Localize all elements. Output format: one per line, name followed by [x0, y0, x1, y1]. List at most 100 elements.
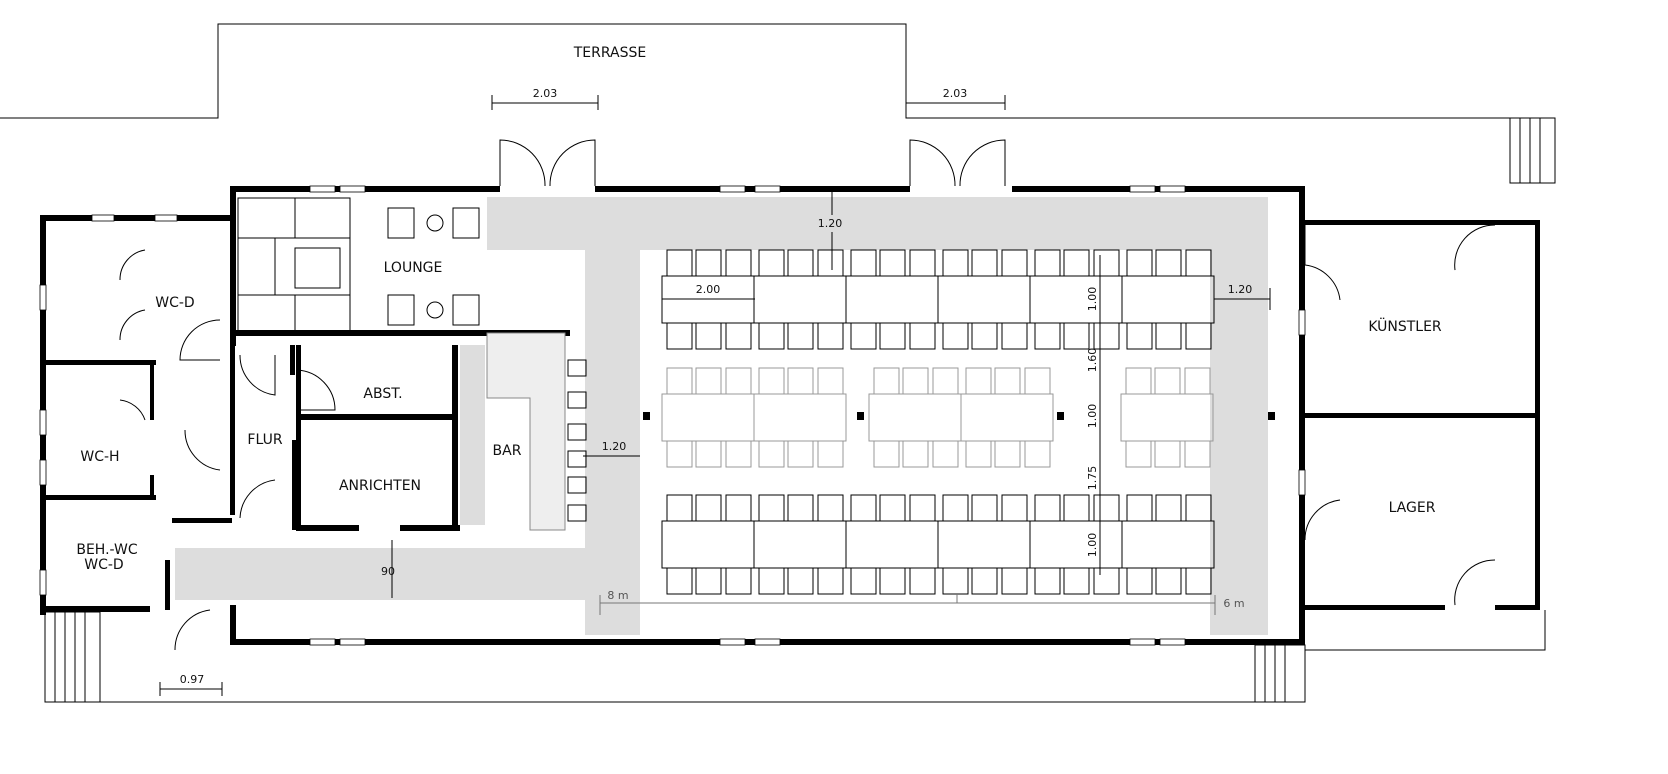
chair [817, 367, 844, 395]
chair [695, 440, 722, 468]
table [937, 520, 1031, 569]
chair [932, 440, 959, 468]
chair [1185, 249, 1212, 277]
room-label-lager: LAGER [1389, 500, 1436, 516]
chair [1155, 249, 1182, 277]
room-label-kuenstler: KÜNSTLER [1368, 317, 1442, 335]
room-label-bar: BAR [493, 443, 522, 459]
dim-passage: 90 [381, 565, 395, 578]
banquet-tables [661, 249, 1215, 595]
chair [787, 440, 814, 468]
chair [666, 440, 693, 468]
chair [725, 322, 752, 350]
chair [725, 494, 752, 522]
chair [817, 440, 844, 468]
chair [994, 440, 1021, 468]
chair [879, 249, 906, 277]
table [1120, 393, 1214, 442]
chair [942, 322, 969, 350]
dim-bar-aisle: 1.20 [602, 440, 627, 453]
chair [1125, 440, 1152, 468]
chair [879, 567, 906, 595]
chair [902, 440, 929, 468]
room-label-anrichten: ANRICHTEN [339, 478, 421, 494]
chair [817, 249, 844, 277]
chair [1063, 249, 1090, 277]
chair [1001, 322, 1028, 350]
chair [695, 249, 722, 277]
table [845, 275, 939, 324]
dimension-labels: 2.03 2.03 1.20 2.00 1.20 1.20 1.00 1.60 … [180, 87, 1253, 686]
chair [1034, 494, 1061, 522]
chair [787, 567, 814, 595]
chair [787, 367, 814, 395]
dim-top-aisle: 1.20 [818, 217, 843, 230]
dim-row1-depth: 1.00 [1086, 287, 1099, 312]
chair [873, 367, 900, 395]
room-label-wc-h: WC-H [80, 449, 119, 465]
chair [695, 494, 722, 522]
chair [1126, 567, 1153, 595]
chair [909, 494, 936, 522]
dim-entry-door: 0.97 [180, 673, 205, 686]
chair [1154, 440, 1181, 468]
chair [1154, 367, 1181, 395]
dim-row2-depth: 1.00 [1086, 404, 1099, 429]
table [1029, 275, 1123, 324]
chair [1001, 249, 1028, 277]
room-label-beh-wc: BEH.-WC [76, 542, 138, 558]
chair [725, 249, 752, 277]
chair [1185, 322, 1212, 350]
chair [1126, 249, 1153, 277]
chair [695, 367, 722, 395]
room-label-terrasse: TERRASSE [573, 45, 646, 61]
room-label-abst: ABST. [363, 386, 402, 402]
dim-door-left: 2.03 [533, 87, 558, 100]
chair [758, 322, 785, 350]
chair [1185, 494, 1212, 522]
chair [1155, 567, 1182, 595]
scale-left: 8 m [607, 589, 628, 602]
chair [666, 367, 693, 395]
table [960, 393, 1054, 442]
dim-gap1: 1.60 [1086, 348, 1099, 373]
lounge-furniture [237, 197, 480, 333]
chair [787, 494, 814, 522]
chair [1093, 322, 1120, 350]
chair [1093, 567, 1120, 595]
table [1121, 520, 1215, 569]
chair [994, 367, 1021, 395]
chair [1093, 249, 1120, 277]
chair [850, 322, 877, 350]
columns [643, 412, 1275, 420]
room-label-lounge: LOUNGE [384, 260, 443, 276]
chair [725, 440, 752, 468]
chair [942, 567, 969, 595]
chair [850, 567, 877, 595]
chair [879, 494, 906, 522]
chair [942, 494, 969, 522]
chair [942, 249, 969, 277]
table [753, 393, 847, 442]
dim-row3-depth: 1.00 [1086, 533, 1099, 558]
doors[interactable] [119, 139, 1496, 651]
chair [725, 367, 752, 395]
table [1029, 520, 1123, 569]
chair [1024, 367, 1051, 395]
chair [909, 322, 936, 350]
chair [1034, 567, 1061, 595]
chair [758, 567, 785, 595]
dim-right-aisle: 1.20 [1228, 283, 1253, 296]
chair [1024, 440, 1051, 468]
chair [909, 249, 936, 277]
table [753, 275, 847, 324]
chair [666, 567, 693, 595]
chair [787, 249, 814, 277]
chair [1126, 494, 1153, 522]
bar-counter [486, 332, 587, 531]
chair [971, 494, 998, 522]
table [753, 520, 847, 569]
chair [873, 440, 900, 468]
chair [1155, 322, 1182, 350]
